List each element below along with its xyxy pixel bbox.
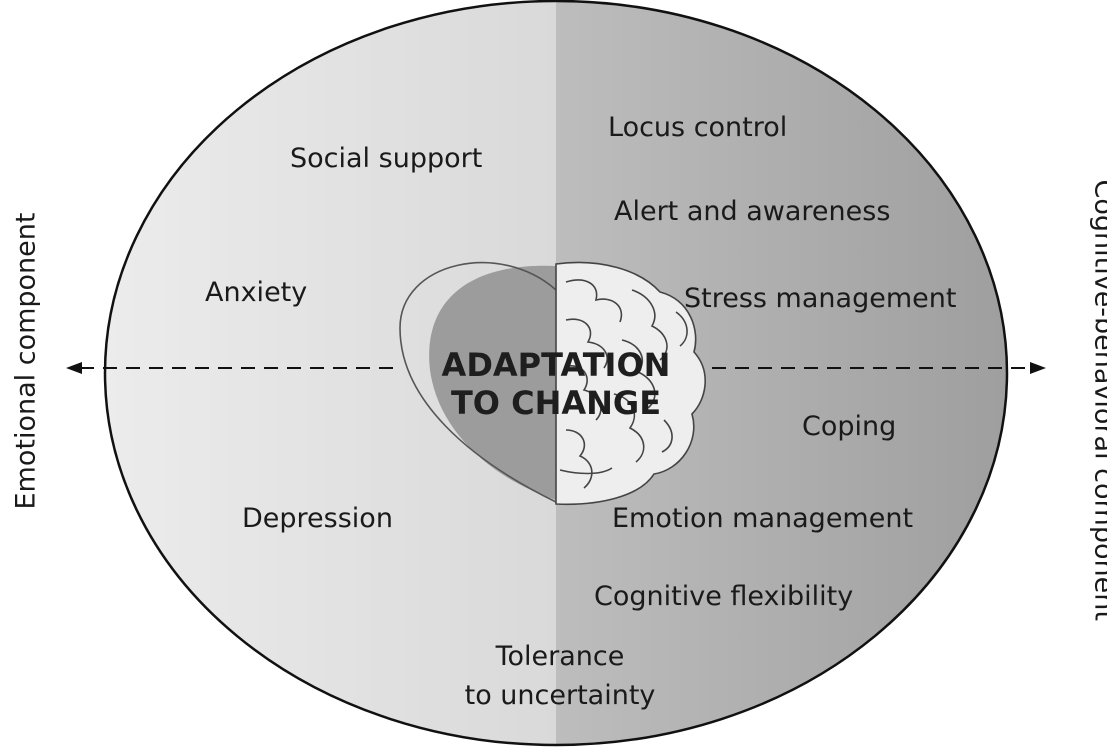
brain-icon	[555, 261, 706, 506]
label-tolerance: Tolerance to uncertainty	[440, 637, 680, 715]
label-locus-control: Locus control	[608, 112, 788, 143]
arrow-right-icon	[1030, 362, 1046, 374]
label-tolerance-line1: Tolerance	[495, 641, 625, 672]
label-depression: Depression	[242, 503, 393, 534]
label-tolerance-line2: to uncertainty	[464, 680, 656, 712]
center-title: ADAPTATION TO CHANGE	[396, 346, 716, 423]
axis-label-emotional: Emotional component	[10, 212, 42, 510]
label-stress-management: Stress management	[684, 283, 957, 314]
heart-icon	[399, 261, 557, 503]
center-title-line2: TO CHANGE	[450, 384, 662, 423]
axis-label-cognitive: Cognitive-behavioral component	[1088, 179, 1107, 621]
label-coping: Coping	[802, 411, 897, 442]
center-title-line1: ADAPTATION	[441, 346, 671, 384]
arrow-left-icon	[66, 362, 82, 374]
label-cognitive-flexibility: Cognitive flexibility	[594, 581, 854, 612]
label-social-support: Social support	[290, 143, 483, 174]
outer-ellipse	[103, 0, 1009, 747]
label-emotion-management: Emotion management	[612, 503, 914, 534]
label-alert-awareness: Alert and awareness	[614, 196, 891, 227]
label-anxiety: Anxiety	[205, 277, 308, 308]
